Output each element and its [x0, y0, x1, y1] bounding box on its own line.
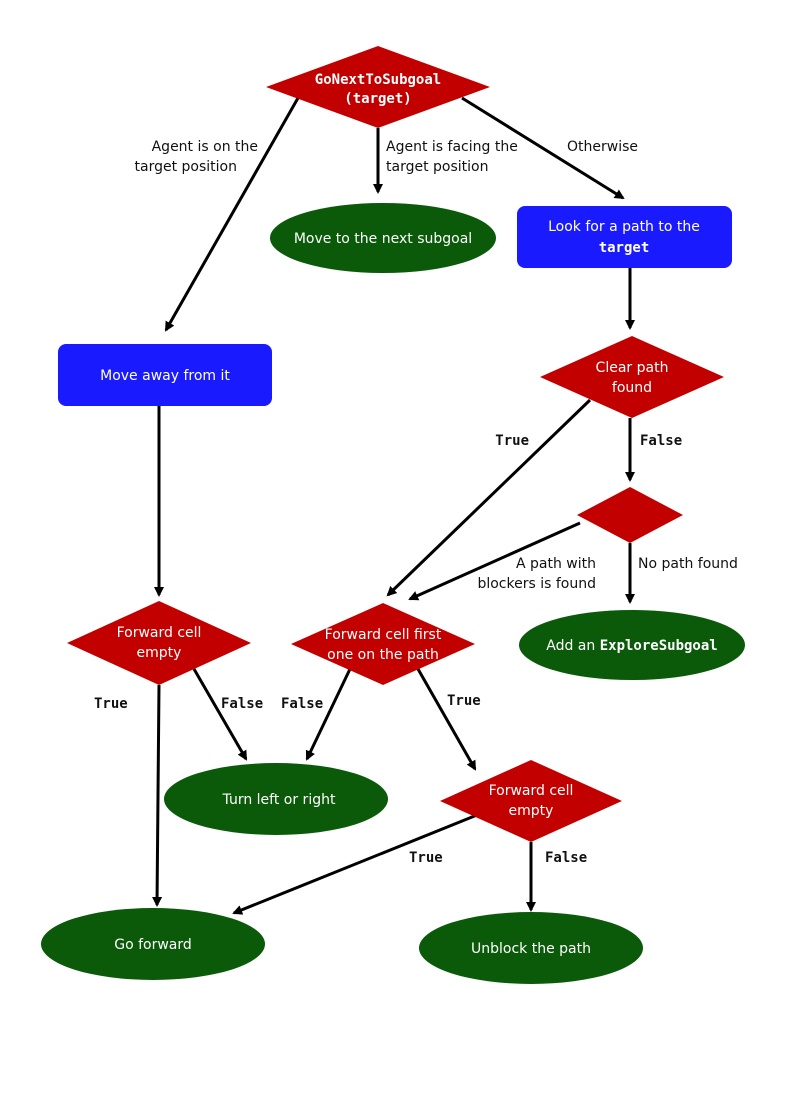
move-next-subgoal-terminal: Move to the next subgoal [270, 203, 496, 273]
edge-label-clear-false: False [640, 433, 682, 449]
clear-path-line2: found [612, 380, 652, 396]
forward-first-on-path-shape [291, 603, 475, 685]
edge-label-facing-target-1: Agent is facing the [386, 139, 518, 155]
start-decision-line1: GoNextToSubgoal [315, 72, 441, 88]
look-for-path-line1: Look for a path to the [548, 219, 700, 235]
path-search-decision [577, 487, 683, 543]
edge-clear-true-to-fwd-first [386, 398, 592, 597]
move-next-subgoal-shape [270, 203, 496, 273]
turn-terminal: Turn left or right [164, 763, 388, 835]
move-away-action: Move away from it [58, 344, 272, 406]
move-away-label: Move away from it [100, 368, 230, 384]
look-for-path-shape [517, 206, 732, 268]
forward-empty-right-line1: Forward cell [489, 783, 574, 799]
edge-fwd-right-true-to-go [232, 813, 478, 915]
start-decision-line2: (target) [344, 91, 411, 107]
go-forward-shape [41, 908, 265, 980]
go-forward-terminal: Go forward [41, 908, 265, 980]
forward-empty-left-line2: empty [137, 645, 182, 661]
edge-label-on-target-1: Agent is on the [152, 139, 258, 155]
forward-first-on-path-line2: one on the path [327, 647, 439, 663]
edge-label-clear-true: True [495, 433, 529, 449]
clear-path-shape [540, 336, 724, 418]
edge-start-to-move-away [164, 97, 300, 332]
forward-first-on-path-decision: Forward cell first one on the path [291, 603, 475, 685]
edge-label-path-blockers-2: blockers is found [477, 576, 596, 592]
edge-fwd-left-true-to-go [152, 684, 163, 907]
unblock-terminal: Unblock the path [419, 912, 643, 984]
edge-label-path-blockers-1: A path with [516, 556, 596, 572]
look-for-path-action: Look for a path to the target [517, 206, 732, 268]
unblock-shape [419, 912, 643, 984]
add-explore-subgoal-label: Add an ExploreSubgoal [546, 638, 717, 654]
forward-empty-left-line1: Forward cell [117, 625, 202, 641]
forward-empty-right-decision: Forward cell empty [440, 760, 622, 842]
edge-label-left-false: False [221, 696, 263, 712]
edge-fwd-left-false-to-turn [192, 668, 248, 761]
add-explore-subgoal-terminal: Add an ExploreSubgoal [519, 610, 745, 680]
edge-label-facing-target-2: target position [386, 159, 488, 175]
clear-path-line1: Clear path [596, 360, 669, 376]
forward-empty-right-line2: empty [509, 803, 554, 819]
edge-fwd-first-true-to-fwd-right [416, 668, 477, 771]
look-for-path-line2: target [599, 240, 650, 256]
edge-label-otherwise: Otherwise [567, 139, 638, 155]
start-decision-shape [266, 46, 490, 128]
edge-label-no-path: No path found [638, 556, 738, 572]
forward-empty-left-decision: Forward cell empty [67, 601, 251, 685]
edge-start-to-look-path [461, 96, 625, 200]
edge-label-right-true: True [409, 850, 443, 866]
edge-blank-to-fwd-first [408, 521, 581, 601]
edge-label-left-true: True [94, 696, 128, 712]
turn-shape [164, 763, 388, 835]
forward-first-on-path-line1: Forward cell first [325, 627, 442, 643]
add-explore-subgoal-shape [519, 610, 745, 680]
clear-path-decision: Clear path found [540, 336, 724, 418]
turn-label: Turn left or right [222, 792, 336, 808]
forward-empty-right-shape [440, 760, 622, 842]
forward-empty-left-shape [67, 601, 251, 685]
edge-label-first-false: False [281, 696, 323, 712]
start-decision: GoNextToSubgoal (target) [266, 46, 490, 128]
edge-label-right-false: False [545, 850, 587, 866]
move-next-subgoal-label: Move to the next subgoal [294, 231, 472, 247]
go-forward-label: Go forward [114, 937, 192, 953]
unblock-label: Unblock the path [471, 941, 591, 957]
path-search-shape [577, 487, 683, 543]
move-away-shape [58, 344, 272, 406]
edge-fwd-first-false-to-turn [305, 668, 352, 761]
edge-label-on-target-2: target position [135, 159, 237, 175]
edge-label-first-true: True [447, 693, 481, 709]
